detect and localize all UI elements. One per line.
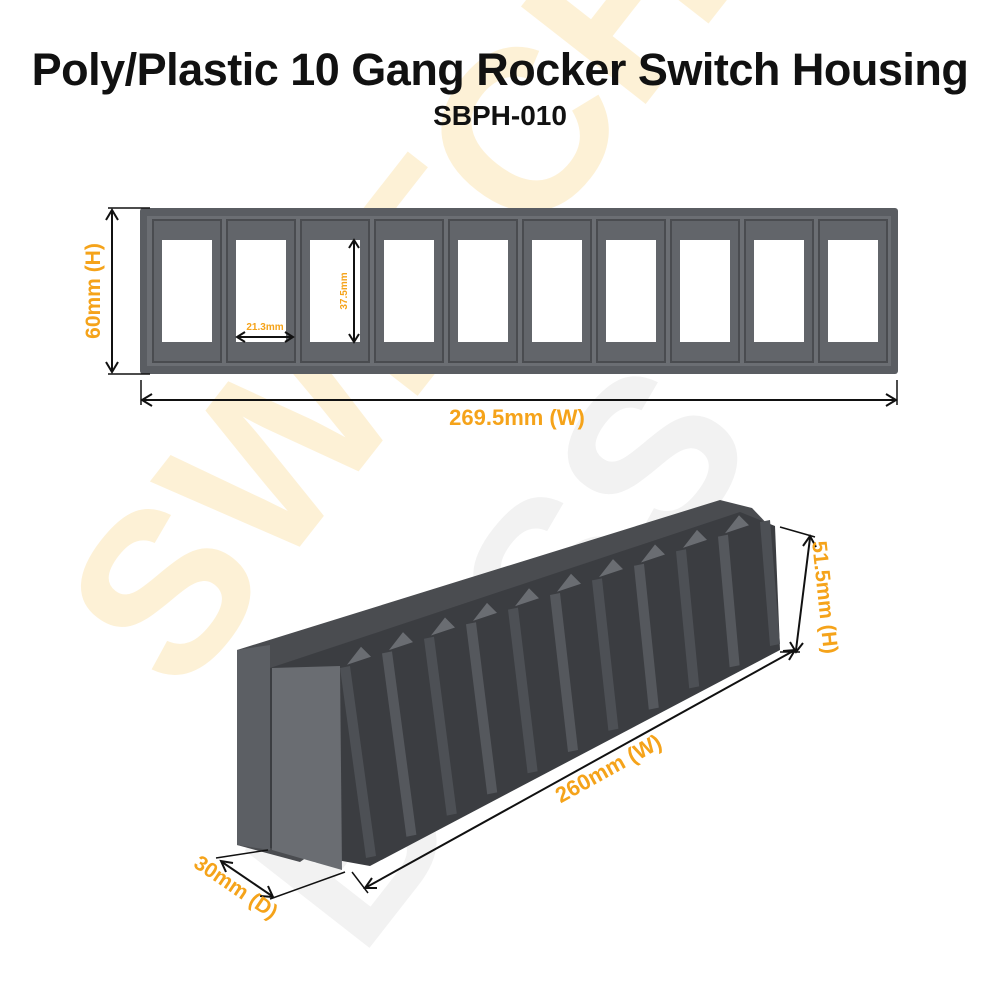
switch-opening [458, 240, 508, 342]
perspective-dimensions [215, 526, 817, 900]
gang-divider [718, 534, 740, 668]
switch-opening [384, 240, 434, 342]
front-view-housing [140, 208, 898, 374]
gang-divider [424, 636, 457, 816]
perspective-width-line [364, 649, 796, 889]
perspective-top-clips [347, 515, 749, 665]
switch-opening [680, 240, 730, 342]
top-clip [515, 588, 539, 607]
top-clip [599, 559, 623, 578]
gang-divider [550, 593, 578, 752]
gang-divider [676, 549, 700, 689]
perspective-gang-dividers [340, 520, 780, 858]
top-clip [683, 529, 707, 548]
front-height-label: 60mm (H) [82, 243, 105, 339]
gang-divider [634, 563, 659, 710]
switch-opening [236, 240, 286, 342]
switch-opening [532, 240, 582, 342]
model-number: SBPH-010 [433, 100, 567, 131]
gang-divider [466, 622, 498, 795]
opening-height-label: 37.5mm [339, 272, 350, 309]
switch-opening [310, 240, 360, 342]
gang-divider [382, 651, 417, 837]
front-dimensions [105, 207, 898, 407]
switch-opening [828, 240, 878, 342]
perspective-depth-line [221, 861, 273, 897]
top-clip [473, 602, 497, 621]
top-clip [347, 646, 371, 665]
top-clip [389, 632, 413, 651]
top-clip [725, 515, 749, 534]
front-width-label: 269.5mm (W) [449, 405, 585, 430]
gang-divider [592, 578, 619, 731]
perspective-height-label: 51.5mm (H) [807, 540, 842, 655]
perspective-end-cap [272, 666, 342, 870]
switch-opening [754, 240, 804, 342]
top-clip [557, 573, 581, 592]
top-clip [431, 617, 455, 636]
opening-width-label: 21.3mm [246, 322, 283, 333]
gang-divider [760, 520, 780, 646]
front-gang-cells [152, 219, 888, 363]
perspective-faceplate-edge [237, 645, 270, 850]
gang-divider [508, 607, 538, 774]
switch-opening [162, 240, 212, 342]
switch-opening [606, 240, 656, 342]
perspective-height-line [795, 537, 811, 651]
perspective-view-housing [237, 500, 780, 870]
gang-divider [340, 666, 376, 858]
page-title: Poly/Plastic 10 Gang Rocker Switch Housi… [31, 44, 969, 95]
top-clip [641, 544, 665, 563]
